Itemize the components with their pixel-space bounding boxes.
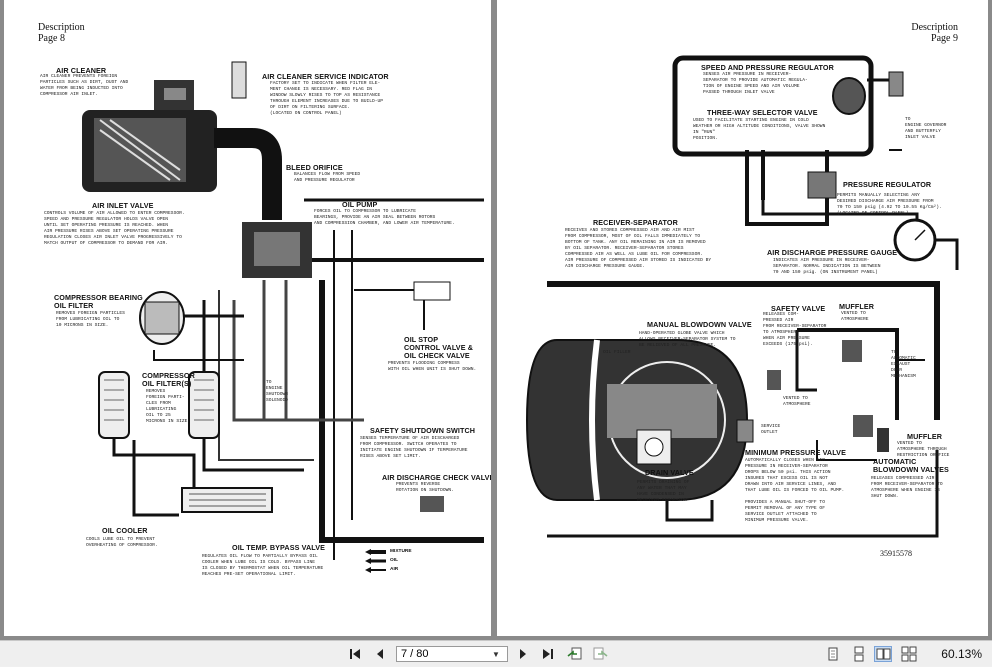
label-air-inlet-valve: AIR INLET VALVE <box>92 201 154 210</box>
page-number-input[interactable] <box>397 647 489 661</box>
chevron-down-icon[interactable]: ▼ <box>492 649 500 659</box>
compressor-oil-diagram <box>82 61 484 573</box>
label-engine-governor: TO ENGINE GOVERNOR AND BUTTERFLY INLET V… <box>905 117 947 140</box>
label-receiver-separator: RECEIVER-SEPARATOR <box>593 218 678 227</box>
previous-page-button[interactable] <box>372 646 388 662</box>
label-oil-temp-bypass-valve: OIL TEMP. BYPASS VALVE <box>232 543 325 552</box>
navigation-toolbar: ▼ 60.13% <box>0 640 992 666</box>
label-three-way-selector-valve: THREE-WAY SELECTOR VALVE <box>707 108 818 117</box>
label-oil-pump: OIL PUMP <box>342 200 378 209</box>
facing-view-button[interactable] <box>874 646 892 662</box>
next-page-button[interactable] <box>515 646 531 662</box>
continuous-facing-view-button[interactable] <box>900 646 918 662</box>
label-engine-shutdown-solenoid: TO ENGINE SHUTDOWN SOLENOID <box>266 380 289 403</box>
label-muffler-top: MUFFLER <box>839 302 875 311</box>
label-safety-valve: SAFETY VALVE <box>771 304 826 313</box>
document-viewer[interactable]: Description Page 8 <box>0 0 992 640</box>
label-minimum-pressure-valve: MINIMUM PRESSURE VALVE <box>745 448 846 457</box>
label-oil-stop-control-valve: OIL STOP CONTROL VALVE & OIL CHECK VALVE <box>404 335 473 360</box>
label-automatic-exhaust: TO AUTOMATIC EXHAUST DOOR MECHANISM <box>891 350 916 379</box>
prev-page-icon <box>377 649 383 659</box>
label-vented-to-atmosphere: VENTED TO ATMOSPHERE <box>783 396 811 407</box>
label-air-discharge-pressure-gauge: AIR DISCHARGE PRESSURE GAUGE <box>767 248 898 257</box>
page-8: Description Page 8 <box>4 0 491 636</box>
page-header-right: Description Page 9 <box>911 22 958 44</box>
receiver-separator-diagram <box>525 55 959 538</box>
last-page-button[interactable] <box>540 646 556 662</box>
label-air-cleaner-service-indicator: AIR CLEANER SERVICE INDICATOR <box>262 72 389 81</box>
legend-mixture: MIXTURE <box>390 549 412 554</box>
zoom-level[interactable]: 60.13% <box>941 647 982 661</box>
page-9: Description Page 9 <box>497 0 988 636</box>
label-automatic-blowdown-valves: AUTOMATIC BLOWDOWN VALVES <box>873 457 949 474</box>
label-air-cleaner: AIR CLEANER <box>56 66 107 75</box>
label-speed-pressure-regulator: SPEED AND PRESSURE REGULATOR <box>701 63 834 72</box>
label-muffler-bottom: MUFFLER <box>907 432 943 441</box>
document-id: 35915578 <box>880 549 912 558</box>
legend-oil: OIL <box>390 558 398 563</box>
label-air-discharge-check-valve: AIR DISCHARGE CHECK VALVE <box>382 473 491 482</box>
continuous-icon <box>854 646 864 662</box>
label-bleed-orifice: BLEED ORIFICE <box>286 163 343 172</box>
label-pressure-regulator: PRESSURE REGULATOR <box>843 180 932 189</box>
label-compressor-oil-filters: COMPRESSOR OIL FILTER(S) <box>142 371 195 388</box>
facing-icon <box>876 648 891 660</box>
last-page-icon <box>543 649 553 659</box>
single-page-icon <box>828 647 838 661</box>
label-safety-shutdown-switch: SAFETY SHUTDOWN SWITCH <box>370 426 476 435</box>
label-manual-blowdown-valve: MANUAL BLOWDOWN VALVE <box>647 320 752 329</box>
first-page-button[interactable] <box>347 646 363 662</box>
go-back-view-button[interactable] <box>567 646 583 662</box>
legend-air: AIR <box>390 567 399 572</box>
continuous-view-button[interactable] <box>850 646 868 662</box>
label-drain-valve: DRAIN VALVE <box>645 468 694 477</box>
go-back-icon <box>567 647 582 660</box>
label-compressor-bearing-oil-filter: COMPRESSOR BEARING OIL FILTER <box>54 293 143 310</box>
go-forward-view-button[interactable] <box>592 646 608 662</box>
go-forward-icon <box>593 647 608 660</box>
page-header-left: Description Page 8 <box>38 22 85 44</box>
next-page-icon <box>520 649 526 659</box>
continuous-facing-icon <box>901 646 917 662</box>
label-oil-filler: OIL FILLER <box>603 350 631 355</box>
page-number-field[interactable]: ▼ <box>396 646 508 662</box>
label-service-outlet: SERVICE OUTLET <box>761 424 781 435</box>
label-oil-cooler: OIL COOLER <box>102 526 148 535</box>
first-page-icon <box>350 649 360 659</box>
single-page-view-button[interactable] <box>824 646 842 662</box>
